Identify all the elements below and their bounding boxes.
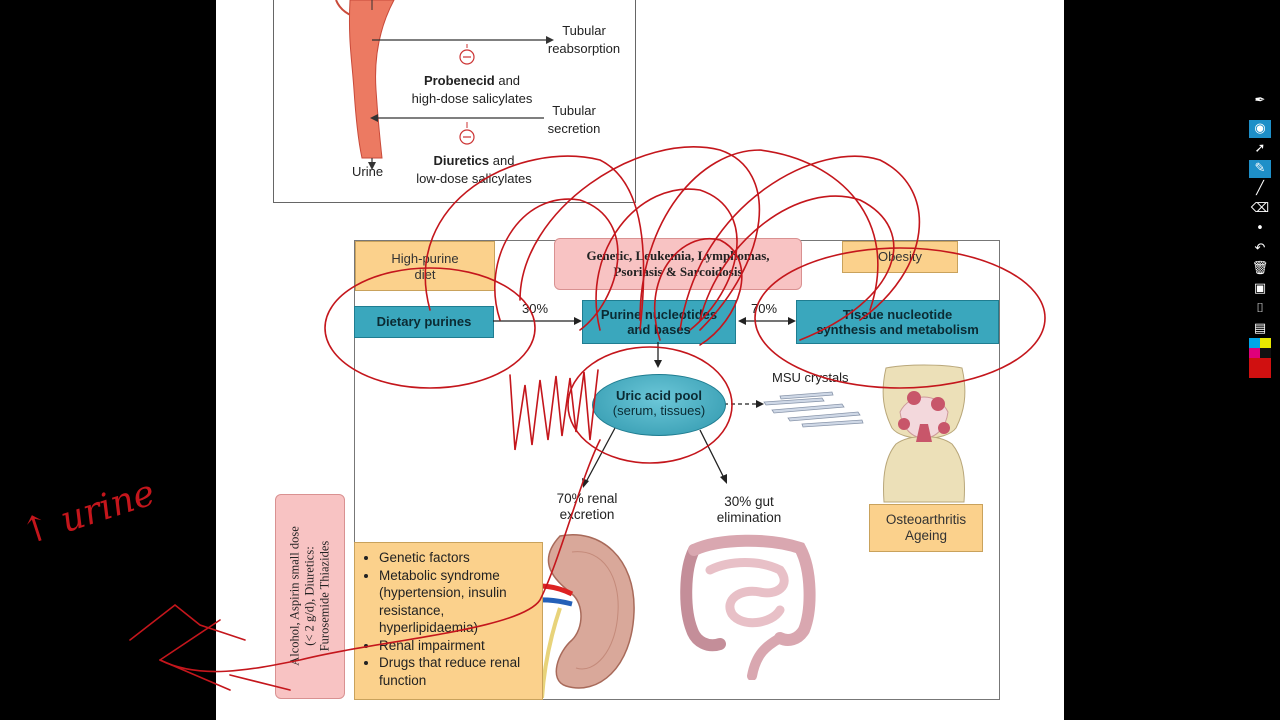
joint-illustration [882, 364, 966, 503]
tissue-nucleotide-label: Tissue nucleotide synthesis and metaboli… [816, 307, 979, 337]
high-purine-diet-box: High-purine diet [355, 241, 495, 291]
diuretics-bold: Diuretics [433, 153, 490, 168]
clipboard-icon[interactable]: ▤ [1253, 321, 1267, 336]
undo-icon[interactable]: ↶ [1254, 241, 1266, 256]
palette-magenta[interactable] [1249, 348, 1260, 358]
probenecid-bold: Probenecid [423, 73, 495, 88]
pointer-icon[interactable]: ➚ [1254, 141, 1266, 156]
osteoarthritis-label: Osteoarthritis Ageing [885, 512, 967, 543]
risk-factors-box: Genetic factors Metabolic syndrome (hype… [354, 542, 543, 700]
msu-crystals-label: MSU crystals [772, 370, 849, 385]
risk-factor-item: Metabolic syndrome (hypertension, insuli… [379, 567, 542, 637]
purine-nucleotides-box: Purine nucleotides and bases [582, 300, 736, 344]
tubular-secretion-label: Tubular secretion [547, 103, 601, 136]
drug-causes-text: Alcohol, Aspirin small dose (< 2 g/d), D… [288, 498, 333, 694]
drug-causes-line3: Furosemide Thiazides [317, 540, 332, 652]
diuretics-label: Diuretics and low-dose salicylates [394, 152, 554, 188]
eraser-icon[interactable]: ⌫ [1250, 201, 1270, 216]
handwritten-urine-note: ↑ urine [16, 472, 160, 554]
tubule-drawing [335, 0, 554, 170]
palette-red[interactable] [1249, 358, 1271, 378]
osteoarthritis-box: Osteoarthritis Ageing [869, 504, 983, 552]
genetic-causes-line1: Genetic, Leukemia, Lymphomas, [586, 248, 770, 263]
high-purine-diet-label: High-purine diet [391, 251, 459, 282]
palette-cyan[interactable] [1249, 338, 1260, 348]
pct-30-label: 30% [522, 301, 549, 316]
drug-causes-line2: (< 2 g/d), Diuretics: [302, 546, 317, 646]
obesity-box: Obesity [842, 241, 958, 273]
uric-acid-pool-line1: Uric acid pool [616, 388, 702, 403]
renal-excretion-label: 70% renal excretion [556, 491, 618, 522]
tissue-nucleotide-box: Tissue nucleotide synthesis and metaboli… [796, 300, 999, 344]
genetic-causes-box: Genetic, Leukemia, Lymphomas, Psoriasis … [554, 238, 802, 290]
pct-70-label: 70% [751, 301, 778, 316]
gut-elimination-label: 30% gut elimination [716, 494, 782, 525]
risk-factors-list: Genetic factors Metabolic syndrome (hype… [355, 549, 542, 689]
drug-causes-line1: Alcohol, Aspirin small dose [287, 526, 302, 666]
dietary-purines-label: Dietary purines [376, 314, 472, 329]
probenecid-rest: and [494, 73, 521, 88]
camera-icon[interactable]: ⌷ [1256, 301, 1264, 316]
diuretics-rest: and [489, 153, 515, 168]
drug-causes-box: Alcohol, Aspirin small dose (< 2 g/d), D… [275, 494, 345, 699]
risk-factor-item: Genetic factors [379, 549, 542, 567]
palette-black[interactable] [1260, 348, 1271, 358]
genetic-causes-line2: Psoriasis & Sarcoidosis [613, 264, 743, 279]
trash-icon[interactable]: 🗑 [1251, 261, 1269, 276]
screen-icon[interactable]: ▣ [1253, 281, 1267, 296]
color-palette-icon[interactable] [1249, 338, 1271, 378]
dietary-purines-box: Dietary purines [354, 306, 494, 338]
highlighter-icon[interactable]: ✎ [1249, 160, 1271, 178]
msu-crystals-icon [763, 391, 864, 428]
dot-icon[interactable]: • [1256, 221, 1264, 236]
urine-label: Urine [352, 164, 384, 179]
obesity-label: Obesity [877, 249, 923, 264]
tubular-reabsorption-label: Tubular reabsorption [547, 23, 621, 56]
diuretics-line2: low-dose salicylates [416, 171, 532, 186]
risk-factor-item: Renal impairment [379, 637, 542, 655]
line-icon[interactable]: ╱ [1256, 181, 1264, 196]
risk-factor-item: Drugs that reduce renal function [379, 654, 542, 689]
palette-yellow[interactable] [1260, 338, 1271, 348]
intestine-illustration [680, 534, 816, 680]
uric-acid-pool-line2: (serum, tissues) [612, 403, 706, 418]
probenecid-label: Probenecid and high-dose salicylates [392, 72, 552, 108]
purine-nucleotides-label: Purine nucleotides and bases [600, 307, 718, 337]
pen-icon[interactable]: ✒ [1254, 93, 1266, 108]
renal-tubule-figure: Tubular reabsorption Probenecid and high… [273, 0, 636, 203]
probenecid-line2: high-dose salicylates [411, 91, 533, 106]
annotation-toolbar: ✒ ◉ ➚ ✎ ╱ ⌫ • ↶ 🗑 ▣ ⌷ ▤ [1248, 90, 1272, 380]
eye-icon[interactable]: ◉ [1249, 120, 1271, 138]
uric-acid-pool-ellipse: Uric acid pool (serum, tissues) [592, 374, 726, 436]
